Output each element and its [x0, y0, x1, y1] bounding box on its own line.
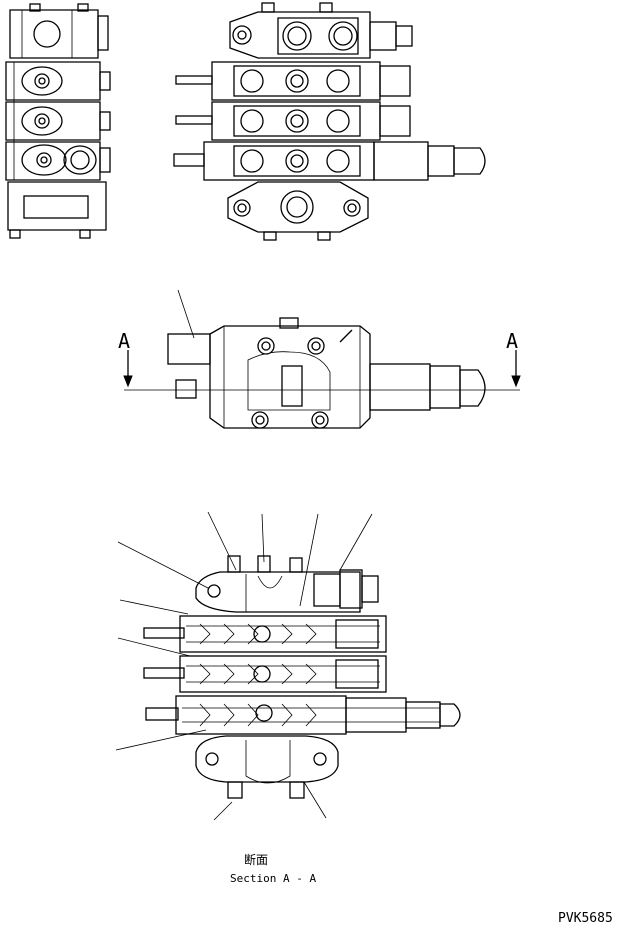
section-a-a-view — [115, 511, 461, 821]
drawing-code: PVK5685 — [558, 911, 613, 926]
section-caption: Section A - A — [230, 872, 316, 885]
section-marker-left: A — [118, 329, 130, 353]
valve-front-view — [173, 2, 486, 241]
valve-plan-view — [123, 289, 521, 429]
section-marker-right: A — [506, 329, 518, 353]
valve-side-view — [5, 3, 111, 239]
section-caption-jp: 断面 — [244, 852, 268, 867]
